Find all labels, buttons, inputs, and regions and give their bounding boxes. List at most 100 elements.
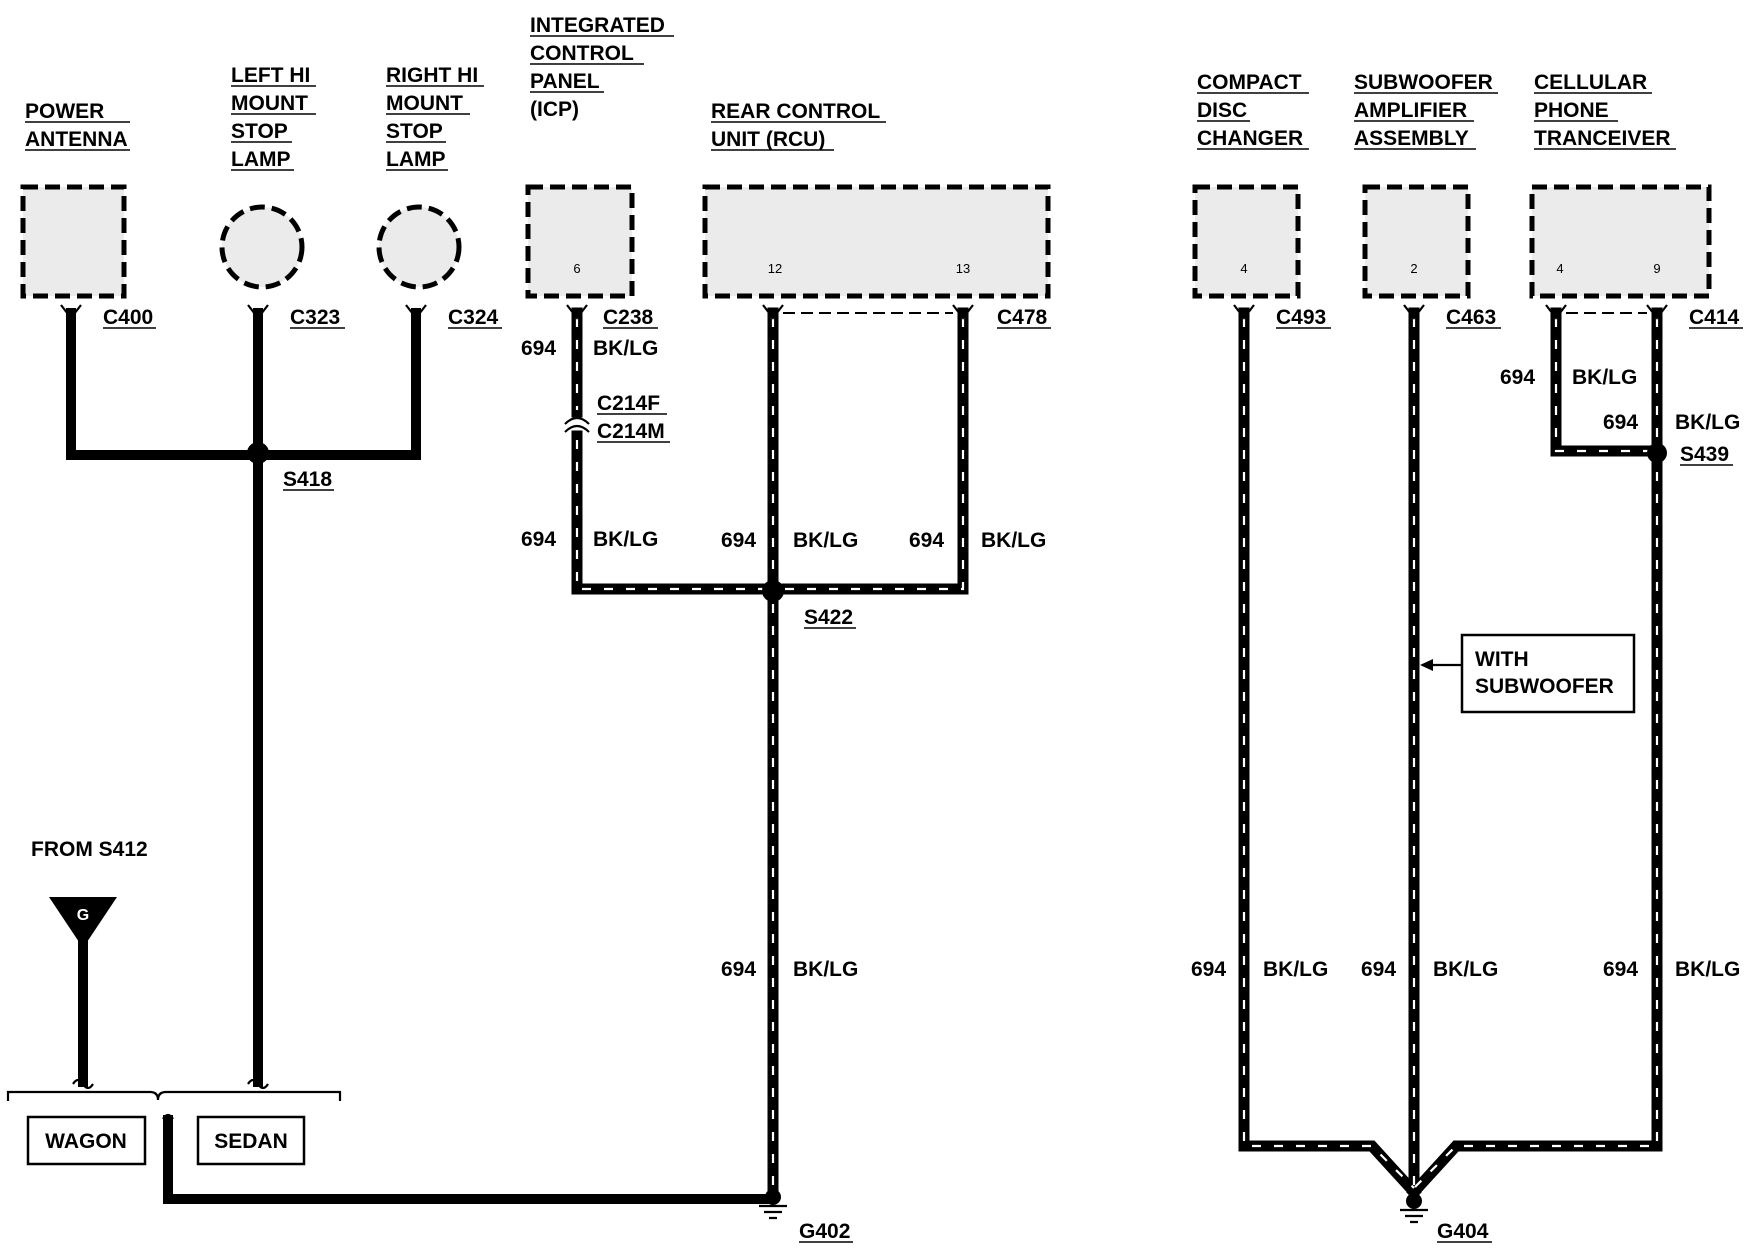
sedan-box: [196, 1115, 306, 1166]
circuit-icp-top-number: 694: [521, 337, 556, 360]
svg-text:(ICP): (ICP): [530, 98, 579, 121]
from-s412-label: FROM S412: [31, 838, 148, 861]
connector-c463: C463: [1446, 306, 1496, 329]
svg-text:INTEGRATED: INTEGRATED: [530, 14, 665, 37]
circuit-cell9-color: BK/LG: [1675, 411, 1740, 434]
circuit-rcu12-number: 694: [721, 529, 756, 552]
cellular-phone-label: CELLULAR PHONE TRANCEIVER: [1534, 71, 1671, 150]
svg-text:LAMP: LAMP: [231, 148, 291, 171]
connector-c478: C478: [997, 306, 1048, 329]
circuit-cell9-number: 694: [1603, 411, 1638, 434]
ground-symbol-g: [49, 897, 117, 948]
svg-text:MOUNT: MOUNT: [231, 92, 308, 115]
ground-g404-label: G404: [1437, 1220, 1489, 1243]
svg-text:REAR CONTROL: REAR CONTROL: [711, 100, 880, 123]
circuit-rcu12-color: BK/LG: [793, 529, 858, 552]
connector-c400: C400: [103, 306, 153, 329]
splice-s422-label: S422: [804, 606, 853, 629]
connector-c323: C323: [290, 306, 340, 329]
inline-connector-c214: [564, 416, 590, 433]
with-subwoofer-line2: SUBWOOFER: [1475, 675, 1614, 698]
wire-c400-s418[interactable]: [66, 308, 263, 460]
svg-text:STOP: STOP: [231, 120, 288, 143]
circuit-g402-color: BK/LG: [793, 958, 858, 981]
circuit-cell-low-color: BK/LG: [1675, 958, 1740, 981]
sedan-label: SEDAN: [214, 1130, 288, 1153]
circuit-icp-low-number: 694: [521, 528, 556, 551]
circuit-cell-low-number: 694: [1603, 958, 1638, 981]
circuit-g402-number: 694: [721, 958, 756, 981]
circuit-icp-low-color: BK/LG: [593, 528, 658, 551]
circuit-rcu13-color: BK/LG: [981, 529, 1046, 552]
splice-s418[interactable]: [247, 442, 269, 464]
ground-g402-label: G402: [799, 1220, 850, 1243]
svg-text:TRANCEIVER: TRANCEIVER: [1534, 127, 1671, 150]
splice-s422[interactable]: [762, 580, 784, 602]
svg-text:PHONE: PHONE: [1534, 99, 1609, 122]
wire-c324-s418[interactable]: [253, 308, 421, 460]
circuit-rcu13-number: 694: [909, 529, 944, 552]
cd-changer-label: COMPACT DISC CHANGER: [1197, 71, 1303, 150]
svg-text:LAMP: LAMP: [386, 148, 446, 171]
connector-c324: C324: [448, 306, 499, 329]
splice-s418-label: S418: [283, 468, 332, 491]
circuit-cell4-number: 694: [1500, 366, 1535, 389]
splice-s439-label: S439: [1680, 443, 1729, 466]
connector-c214f: C214F: [597, 392, 660, 415]
svg-text:SUBWOOFER: SUBWOOFER: [1354, 71, 1493, 94]
circuit-sub-number: 694: [1361, 958, 1396, 981]
ground-symbol-letter: G: [77, 907, 89, 924]
wire-option-g402[interactable]: [163, 1115, 775, 1204]
circuit-labels: 694 BK/LG 694 BK/LG 694 BK/LG 694 BK/LG …: [521, 337, 1740, 981]
sub-pin: 2: [1410, 261, 1417, 276]
cd-changer-component[interactable]: [1192, 184, 1301, 299]
wire-c214-s422[interactable]: [571, 430, 779, 595]
right-hi-mount-stop-lamp-component[interactable]: [376, 204, 462, 290]
splice-s439[interactable]: [1647, 443, 1667, 463]
connector-c238: C238: [603, 306, 654, 329]
svg-text:CONTROL: CONTROL: [530, 42, 634, 65]
rcu-component[interactable]: [702, 184, 1051, 299]
svg-text:UNIT (RCU): UNIT (RCU): [711, 128, 825, 151]
cellular-phone-component[interactable]: [1529, 184, 1712, 299]
svg-text:MOUNT: MOUNT: [386, 92, 463, 115]
svg-text:ANTENNA: ANTENNA: [25, 128, 128, 151]
right-stop-lamp-label: RIGHT HI MOUNT STOP LAMP: [386, 64, 478, 171]
left-hi-mount-stop-lamp-component[interactable]: [219, 204, 305, 290]
icp-pin: 6: [573, 261, 580, 276]
svg-text:CELLULAR: CELLULAR: [1534, 71, 1647, 94]
circuit-icp-top-color: BK/LG: [593, 337, 658, 360]
power-antenna-component[interactable]: [20, 184, 127, 299]
svg-text:PANEL: PANEL: [530, 70, 600, 93]
with-subwoofer-box: [1460, 633, 1636, 714]
option-bracket: [6, 1090, 342, 1101]
subwoofer-amp-component[interactable]: [1362, 184, 1471, 299]
cell-pin-b: 9: [1653, 261, 1660, 276]
with-subwoofer-line1: WITH: [1475, 648, 1529, 671]
circuit-cd-number: 694: [1191, 958, 1226, 981]
circuit-sub-color: BK/LG: [1433, 958, 1498, 981]
svg-text:COMPACT: COMPACT: [1197, 71, 1302, 94]
svg-text:POWER: POWER: [25, 100, 104, 123]
power-antenna-label: POWER ANTENNA: [25, 100, 128, 151]
rcu-pin-a: 12: [768, 261, 782, 276]
circuit-cell4-color: BK/LG: [1572, 366, 1637, 389]
connector-c493: C493: [1276, 306, 1326, 329]
subwoofer-amp-label: SUBWOOFER AMPLIFIER ASSEMBLY: [1354, 71, 1493, 150]
svg-text:CHANGER: CHANGER: [1197, 127, 1303, 150]
cell-pin-a: 4: [1556, 261, 1563, 276]
connector-c414: C414: [1689, 306, 1740, 329]
icp-label: INTEGRATED CONTROL PANEL (ICP): [530, 14, 665, 121]
rcu-pin-b: 13: [956, 261, 970, 276]
icp-component[interactable]: [525, 184, 635, 299]
left-stop-lamp-label: LEFT HI MOUNT STOP LAMP: [231, 64, 310, 171]
svg-text:RIGHT HI: RIGHT HI: [386, 64, 478, 87]
svg-text:LEFT HI: LEFT HI: [231, 64, 310, 87]
rcu-label: REAR CONTROL UNIT (RCU): [711, 100, 880, 151]
svg-text:DISC: DISC: [1197, 99, 1247, 122]
wire-c493-g404[interactable]: [1238, 307, 1422, 1200]
wagon-label: WAGON: [45, 1130, 127, 1153]
wire-s439-g404[interactable]: [1406, 445, 1663, 1200]
cd-pin: 4: [1240, 261, 1247, 276]
ground-g402: [759, 1189, 787, 1220]
